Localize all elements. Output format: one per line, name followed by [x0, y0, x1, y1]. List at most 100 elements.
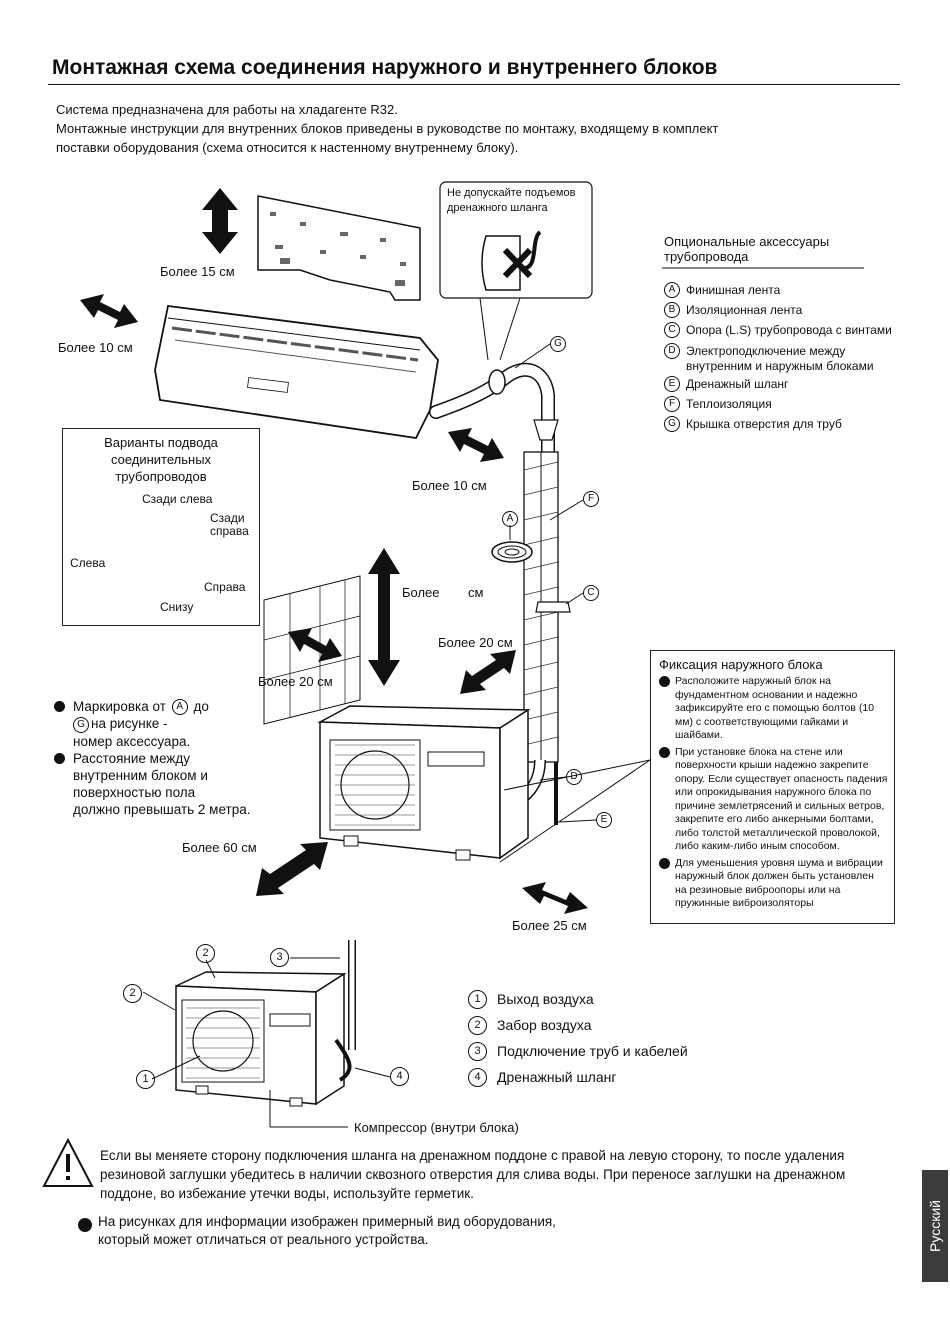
- outdoor-unit-main: [317, 705, 531, 861]
- clearance-right-indoor-label: Более 10 см: [412, 478, 487, 493]
- warning-line-3: поддоне, во избежание утечки воды, испол…: [100, 1186, 474, 1201]
- clearance-front-label: Более 60 см: [182, 840, 257, 855]
- clearance-wall-label: Более 20 см: [258, 674, 333, 689]
- pipe-options-title-2: соединительных: [110, 452, 212, 467]
- fixing-title: Фиксация наружного блока: [659, 657, 823, 672]
- callout-1: 1: [136, 1070, 155, 1089]
- accessory-letter: C: [664, 322, 680, 338]
- callout-4: 4: [390, 1067, 409, 1086]
- pipe-options-title-1: Варианты подвода: [104, 435, 218, 450]
- accessory-item-continued: внутренним и наружным блоками: [664, 358, 892, 374]
- outdoor-unit-parts: [175, 940, 356, 1107]
- legend-number: 4: [468, 1067, 487, 1087]
- fixing-item-text: Для уменьшения уровня шума и вибрации на…: [675, 856, 883, 910]
- accessory-letter: D: [664, 343, 680, 359]
- indoor-unit: [154, 305, 439, 439]
- callout-2-top: 2: [196, 944, 215, 963]
- clearance-arrow-wall: [288, 628, 342, 662]
- note2-text-a: Расстояние между: [73, 750, 190, 766]
- pipe-options-box: Варианты подвода соединительных трубопро…: [62, 428, 260, 626]
- mounting-plate: [257, 195, 421, 301]
- accessory-text: внутренним и наружным блоками: [686, 359, 874, 373]
- callout-f: F: [583, 491, 599, 507]
- note1-text-b: до: [193, 699, 209, 714]
- clearance-height-unit: см: [468, 585, 484, 600]
- fixing-item: Расположите наружный блок на фундаментно…: [659, 675, 888, 743]
- pipe-left: Слева: [70, 556, 106, 570]
- pipe-back-left: Сзади слева: [142, 492, 213, 506]
- pipe-bottom: Снизу: [160, 600, 194, 614]
- note2-text-d: должно превышать 2 метра.: [73, 801, 251, 817]
- intro-line-2: Монтажные инструкции для внутренних блок…: [56, 121, 719, 136]
- clearance-arrow-front-right: [460, 650, 516, 694]
- drain-warning-line-2: дренажного шланга: [447, 202, 548, 214]
- note2-text-b: внутренним блоком и: [73, 767, 208, 783]
- note1-text-c: на рисунке -: [91, 716, 168, 732]
- intro-line-1: Система предназначена для работы на хлад…: [56, 102, 398, 117]
- language-tab[interactable]: Русский: [922, 1170, 948, 1282]
- warning-text: Если вы меняете сторону подключения шлан…: [100, 1146, 900, 1203]
- compressor-label: Компрессор (внутри блока): [354, 1120, 519, 1135]
- accessory-item: B Изоляционная лента: [664, 300, 892, 320]
- legend-number: 1: [468, 989, 487, 1009]
- clearance-arrow-front: [256, 842, 328, 896]
- language-tab-label: Русский: [927, 1200, 943, 1252]
- accessory-item: C Опора (L.S) трубопровода с винтами: [664, 320, 892, 340]
- fixing-item: Для уменьшения уровня шума и вибрации на…: [659, 857, 888, 911]
- accessory-text: Электроподключение между: [686, 344, 846, 358]
- title-rule: [48, 84, 900, 85]
- note1-text-d: номер аксессуара.: [73, 733, 191, 749]
- fixing-item-text: При установке блока на стене или поверхн…: [675, 745, 888, 853]
- intro-text: Система предназначена для работы на хлад…: [56, 100, 856, 157]
- pipe-options-title: Варианты подвода соединительных трубопро…: [63, 434, 259, 485]
- clearance-front-right-label: Более 20 см: [438, 635, 513, 650]
- bullet-icon: [659, 857, 670, 869]
- clearance-arrow-left: [80, 294, 138, 328]
- accessory-text: Изоляционная лента: [686, 303, 803, 317]
- pipe-back-right-2: справа: [210, 524, 249, 538]
- callout-3: 3: [270, 948, 289, 967]
- parts-leaders: [142, 957, 391, 1128]
- accessory-letter: E: [664, 376, 680, 392]
- note-item: Расстояние между внутренним блоком и пов…: [54, 750, 250, 818]
- legend-number: 3: [468, 1041, 487, 1061]
- callout-a: A: [502, 511, 518, 527]
- warning-line-1: Если вы меняете сторону подключения шлан…: [100, 1148, 845, 1163]
- footnote-line-1: На рисунках для информации изображен при…: [98, 1214, 556, 1229]
- pipe-back-right: Сзади справа: [210, 512, 249, 538]
- accessory-letter: B: [664, 302, 680, 318]
- clearance-height-label: Более: [402, 585, 440, 600]
- note1-letter-g: G: [73, 716, 89, 733]
- accessories-heading: Опциональные аксессуары трубопровода: [664, 234, 829, 264]
- note1-text-a: Маркировка от: [73, 699, 166, 714]
- bullet-icon: [54, 701, 65, 712]
- callout-e: E: [596, 812, 612, 828]
- callout-leaders: [509, 343, 597, 823]
- drain-warning-text: Не допускайте подъемов дренажного шланга: [447, 186, 575, 216]
- footnote-line-2: который может отличаться от реального ус…: [98, 1232, 429, 1247]
- clearance-left-label: Более 10 см: [58, 340, 133, 355]
- wall: [263, 575, 361, 725]
- drain-warning-line-1: Не допускайте подъемов: [447, 187, 576, 199]
- accessory-text: Финишная лента: [686, 283, 781, 297]
- intro-line-3: поставки оборудования (схема относится к…: [56, 140, 519, 155]
- accessory-letter: G: [664, 416, 680, 432]
- legend-number: 2: [468, 1015, 487, 1035]
- bullet-icon: [54, 752, 65, 764]
- accessory-text: Опора (L.S) трубопровода с винтами: [686, 323, 892, 337]
- accessory-letter: F: [664, 396, 680, 412]
- callout-c: C: [583, 585, 599, 601]
- fixing-item: При установке блока на стене или поверхн…: [659, 746, 888, 854]
- clearance-arrow-side: [522, 882, 588, 914]
- fixing-item-text: Расположите наружный блок на фундаментно…: [675, 675, 875, 741]
